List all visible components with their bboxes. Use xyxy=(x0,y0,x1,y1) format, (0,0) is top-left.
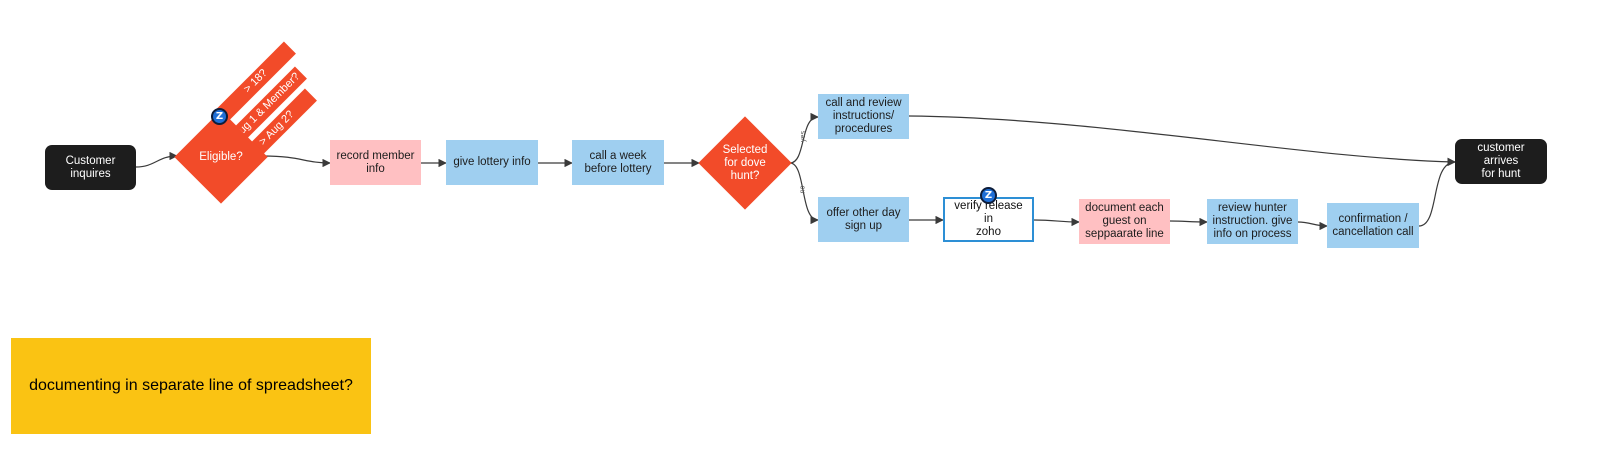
node-call-week-before[interactable]: call a week before lottery xyxy=(572,140,664,185)
edge-eligible-to-record xyxy=(263,155,331,168)
node-document-each-guest-label: document each guest on seppaarate line xyxy=(1085,202,1164,240)
node-offer-other-day[interactable]: offer other day sign up xyxy=(818,197,909,242)
node-verify-release-label: verify release in zoho xyxy=(954,200,1023,238)
node-customer-inquires[interactable]: Customer inquires xyxy=(45,145,136,190)
sticky-note[interactable]: documenting in separate line of spreadsh… xyxy=(11,338,371,434)
decision-eligible[interactable]: Eligible? xyxy=(174,110,268,204)
decision-eligible-label: Eligible? xyxy=(199,150,243,163)
node-customer-arrives[interactable]: customer arrives for hunt xyxy=(1455,139,1547,184)
node-verify-release[interactable]: verify release in zoho xyxy=(943,197,1034,242)
edge-review-to-arrives xyxy=(908,115,1456,167)
node-call-week-before-label: call a week before lottery xyxy=(584,149,652,175)
edge-review-to-confirm xyxy=(1297,221,1328,231)
zoho-icon: Z xyxy=(211,108,228,125)
node-customer-arrives-label: customer arrives for hunt xyxy=(1477,142,1525,180)
decision-selected-dove-hunt[interactable]: Selected for dove hunt? xyxy=(698,116,792,210)
node-customer-inquires-label: Customer inquires xyxy=(65,154,116,180)
decision-selected-label: Selected for dove hunt? xyxy=(722,143,768,182)
node-review-hunter-label: review hunter instruction. give info on … xyxy=(1212,202,1293,240)
node-review-hunter[interactable]: review hunter instruction. give info on … xyxy=(1207,199,1298,244)
node-document-each-guest[interactable]: document each guest on seppaarate line xyxy=(1079,199,1170,244)
node-confirmation-call[interactable]: confirmation / cancellation call xyxy=(1327,203,1419,248)
node-confirmation-call-label: confirmation / cancellation call xyxy=(1332,212,1414,238)
zoho-icon: Z xyxy=(980,187,997,204)
sticky-note-text: documenting in separate line of spreadsh… xyxy=(29,377,353,394)
node-record-member-info[interactable]: record member info xyxy=(330,140,421,185)
edge-document-to-review xyxy=(1169,217,1208,227)
node-call-review[interactable]: call and review instructions/ procedures xyxy=(818,94,909,139)
node-give-lottery-info[interactable]: give lottery info xyxy=(446,140,538,185)
node-record-member-info-label: record member info xyxy=(336,149,415,175)
edge-label-yes: yes xyxy=(799,131,807,142)
edge-verify-to-document xyxy=(1033,217,1080,227)
edge-confirm-to-arrives xyxy=(1418,157,1456,227)
edge-inquires-to-eligible xyxy=(135,151,178,168)
edge-label-no: no xyxy=(799,185,807,194)
node-call-review-label: call and review instructions/ procedures xyxy=(825,97,902,135)
node-give-lottery-info-label: give lottery info xyxy=(453,156,531,168)
node-offer-other-day-label: offer other day sign up xyxy=(826,206,901,232)
